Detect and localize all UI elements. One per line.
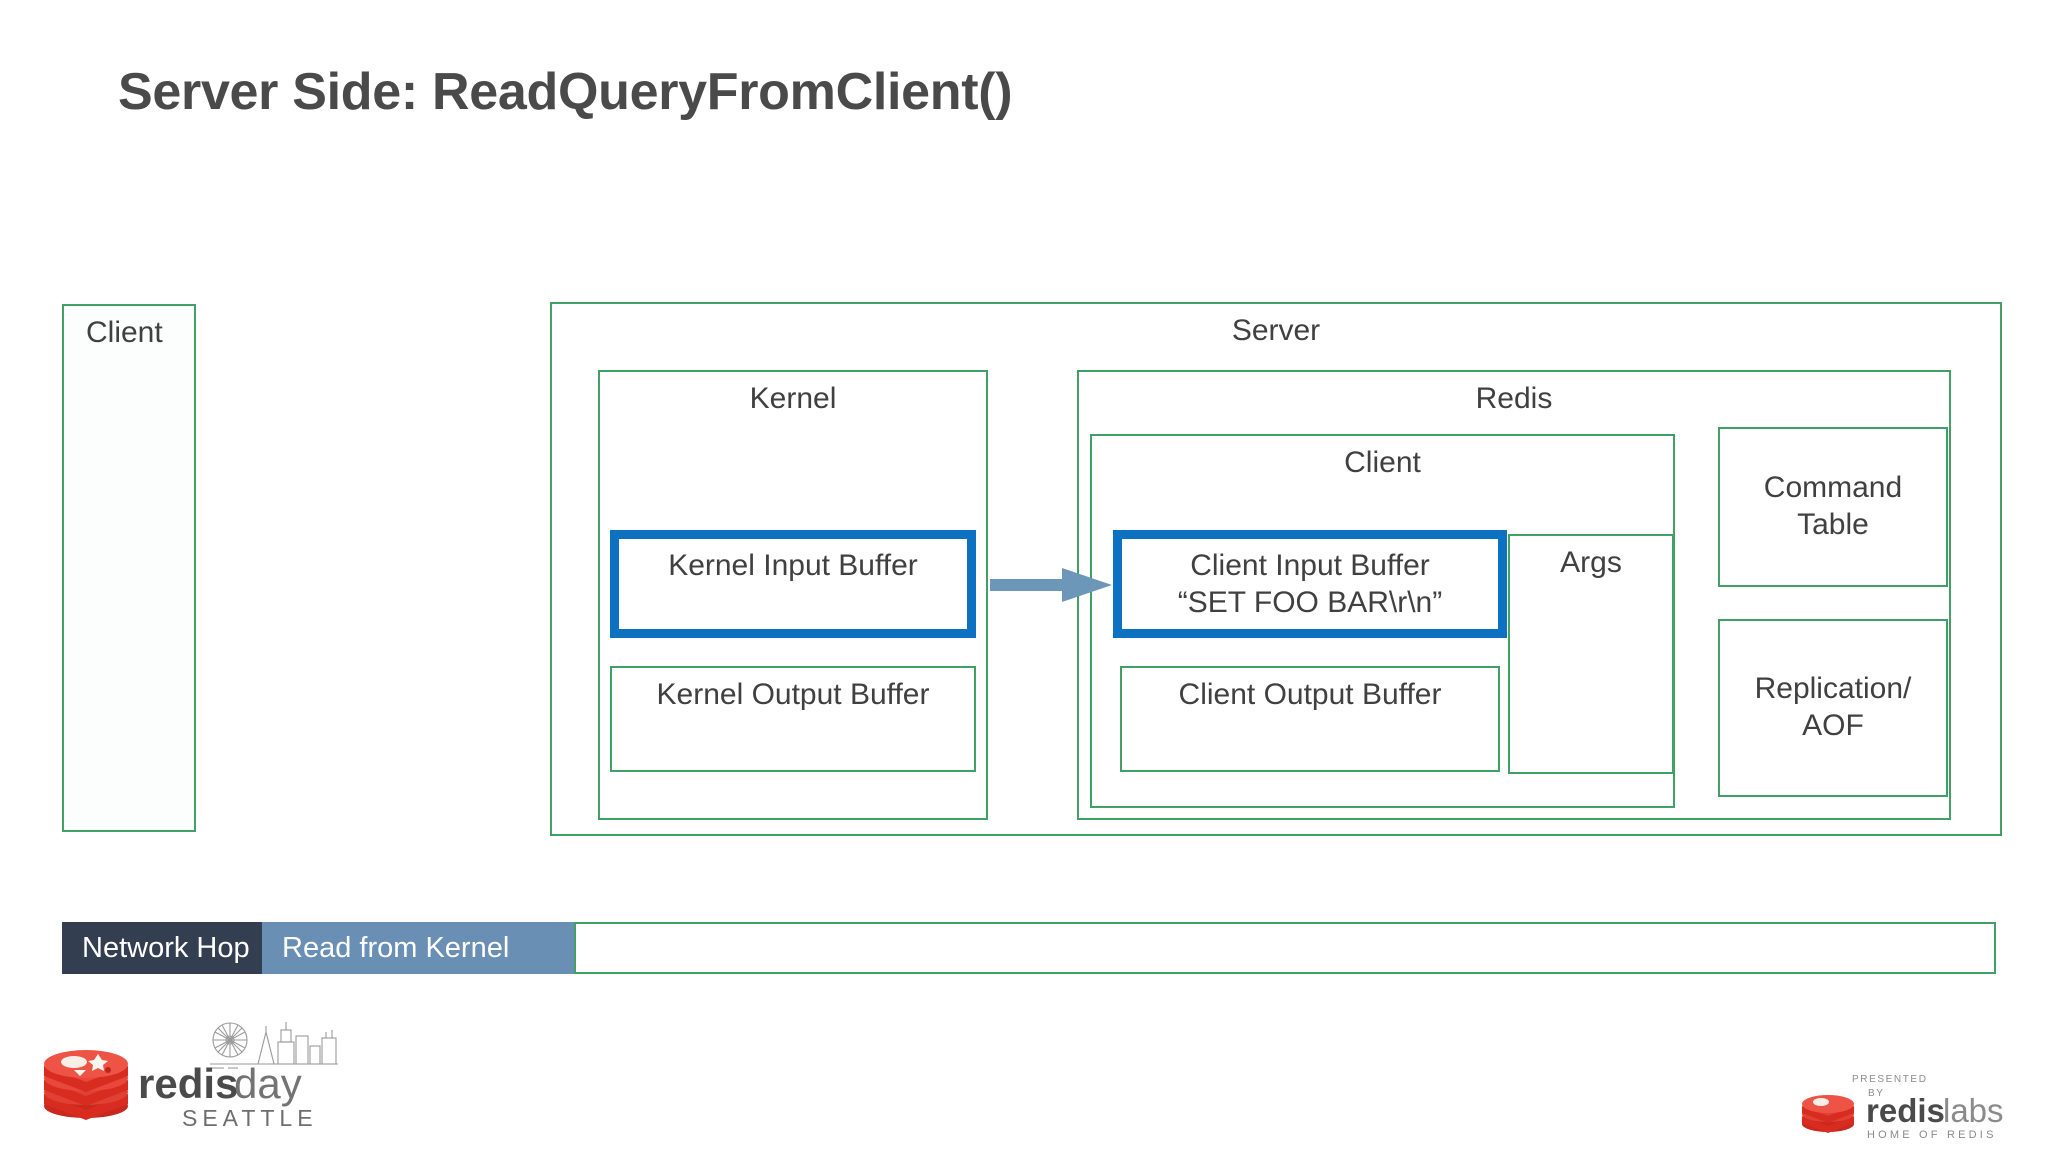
redislabs-logo: PRESENTED BY redis labs HOME OF REDIS xyxy=(1802,1074,2004,1141)
redislabs-word-labs: labs xyxy=(1943,1092,2004,1129)
redisday-word-day: day xyxy=(234,1060,302,1107)
redis-cube-icon xyxy=(44,1050,128,1120)
timeline-bar: Network Hop Read from Kernel xyxy=(62,922,1996,974)
redislabs-word-redis: redis xyxy=(1866,1092,1945,1129)
command-table-box: Command Table xyxy=(1718,427,1948,587)
redislabs-presented: PRESENTED xyxy=(1852,1074,1928,1085)
seattle-skyline-icon xyxy=(210,1022,338,1069)
kernel-input-buffer: Kernel Input Buffer xyxy=(610,530,976,638)
client-box: Client xyxy=(62,304,196,832)
redis-cube-small-icon xyxy=(1802,1095,1854,1133)
timeline-segment-network-hop-label: Network Hop xyxy=(82,931,250,964)
timeline-segment-network-hop[interactable]: Network Hop xyxy=(62,922,262,974)
kernel-to-client-arrow-icon xyxy=(990,568,1112,602)
client-output-buffer-label: Client Output Buffer xyxy=(1178,678,1442,711)
kernel-output-buffer-label: Kernel Output Buffer xyxy=(656,678,930,711)
redisday-subtitle: SEATTLE xyxy=(182,1105,318,1131)
timeline-segment-read-from-kernel[interactable]: Read from Kernel xyxy=(262,922,574,974)
replication-aof-box: Replication/ AOF xyxy=(1718,619,1948,797)
redisday-word-redis: redis xyxy=(138,1060,238,1107)
args-box-label: Args xyxy=(1560,546,1622,579)
redisday-seattle-logo: redis day SEATTLE xyxy=(44,1022,338,1131)
redis-box-label: Redis xyxy=(1475,382,1553,415)
replication-aof-label: Replication/ AOF xyxy=(1754,672,1912,742)
redis-client-box-label: Client xyxy=(1344,446,1421,479)
timeline-remaining xyxy=(574,922,1996,974)
redislabs-subtitle: HOME OF REDIS xyxy=(1867,1129,1997,1141)
timeline-segment-read-from-kernel-label: Read from Kernel xyxy=(282,931,510,964)
kernel-box-label: Kernel xyxy=(749,382,837,415)
client-input-buffer-label: Client Input Buffer “SET FOO BAR\r\n” xyxy=(1177,549,1443,619)
server-box-label: Server xyxy=(1231,314,1321,347)
kernel-output-buffer: Kernel Output Buffer xyxy=(610,666,976,772)
kernel-input-buffer-label: Kernel Input Buffer xyxy=(668,549,918,582)
page-title: Server Side: ReadQueryFromClient() xyxy=(118,63,1013,121)
command-table-label: Command Table xyxy=(1763,471,1903,541)
redislabs-by: BY xyxy=(1868,1088,1885,1099)
client-input-buffer: Client Input Buffer “SET FOO BAR\r\n” xyxy=(1113,530,1507,638)
args-box: Args xyxy=(1508,534,1674,774)
client-box-label: Client xyxy=(86,316,163,349)
client-output-buffer: Client Output Buffer xyxy=(1120,666,1500,772)
